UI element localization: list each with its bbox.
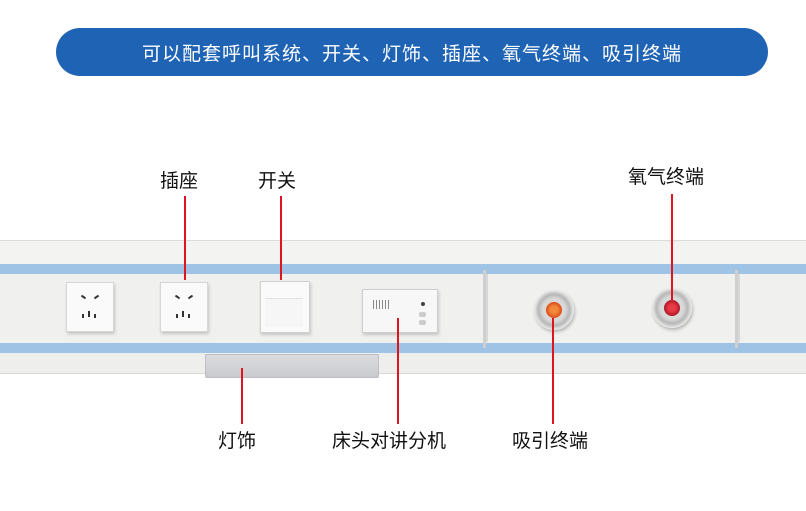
speaker-grill-icon bbox=[373, 300, 391, 309]
trunk-blue-stripe-top bbox=[0, 264, 806, 274]
label-light-fixture: 灯饰 bbox=[218, 430, 257, 452]
pointer-line-intercom bbox=[397, 318, 399, 424]
label-intercom: 床头对讲分机 bbox=[332, 430, 447, 452]
cancel-button[interactable] bbox=[419, 320, 426, 325]
title-banner: 可以配套呼叫系统、开关、灯饰、插座、氧气终端、吸引终端 bbox=[56, 28, 768, 76]
banner-text: 可以配套呼叫系统、开关、灯饰、插座、氧气终端、吸引终端 bbox=[141, 42, 682, 65]
trunk-bottom-rail bbox=[0, 353, 806, 374]
switch-rocker[interactable] bbox=[265, 298, 303, 327]
call-button[interactable] bbox=[419, 312, 426, 317]
label-oxygen-terminal: 氧气终端 bbox=[628, 166, 705, 188]
pointer-line-light bbox=[241, 368, 243, 424]
bedside-intercom-unit[interactable] bbox=[362, 289, 438, 333]
label-socket: 插座 bbox=[160, 170, 199, 192]
pointer-line-oxygen bbox=[671, 194, 673, 302]
trunk-blue-stripe-bottom bbox=[0, 343, 806, 353]
label-suction-terminal: 吸引终端 bbox=[512, 430, 589, 452]
label-switch: 开关 bbox=[258, 170, 297, 192]
trunk-top-rail bbox=[0, 240, 806, 265]
section-divider bbox=[483, 270, 486, 348]
indicator-led-icon bbox=[421, 302, 425, 306]
power-socket[interactable] bbox=[160, 282, 208, 332]
pointer-line-socket bbox=[184, 196, 186, 280]
suction-outlet-core bbox=[546, 302, 562, 318]
gas-section-frame-left bbox=[486, 274, 488, 342]
gas-section-frame-right bbox=[738, 274, 740, 342]
light-fixture[interactable] bbox=[205, 354, 379, 378]
pointer-line-suction bbox=[552, 318, 554, 424]
oxygen-outlet-core bbox=[664, 300, 680, 316]
pointer-line-switch bbox=[280, 196, 282, 280]
oxygen-outlet[interactable] bbox=[652, 288, 692, 328]
power-socket[interactable] bbox=[66, 282, 114, 332]
wall-switch[interactable] bbox=[260, 281, 310, 333]
section-divider bbox=[735, 270, 738, 348]
suction-outlet[interactable] bbox=[534, 290, 574, 330]
